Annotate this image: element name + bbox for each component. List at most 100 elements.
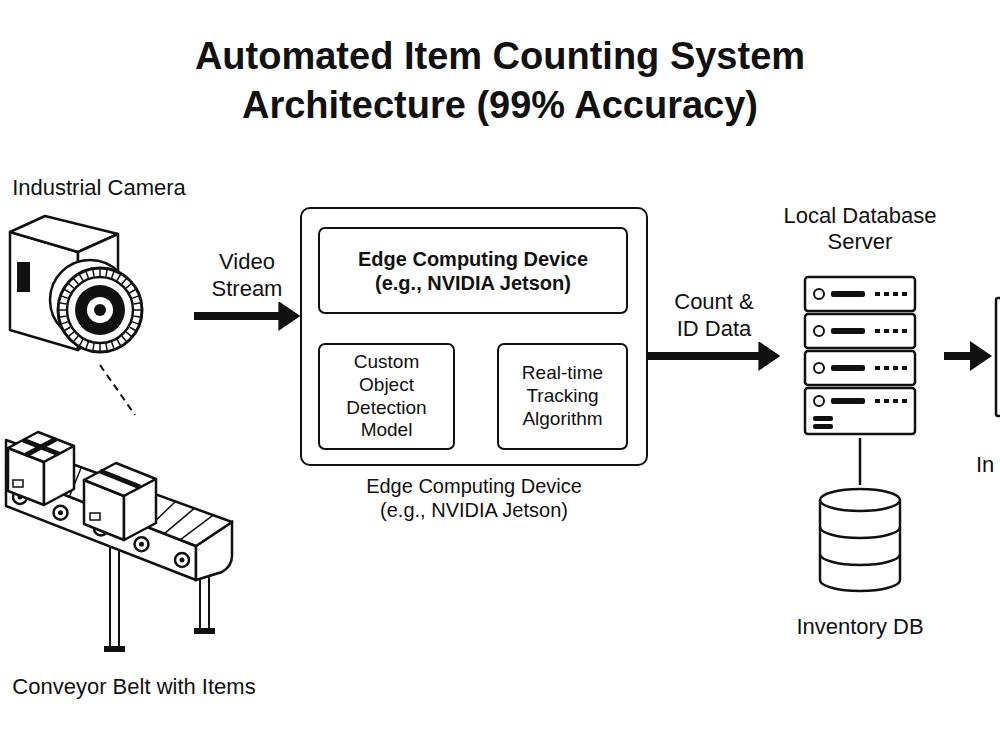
lens-rib xyxy=(64,327,71,331)
box-text: Edge Computing Device (e.g., NVIDIA Jets… xyxy=(345,247,601,295)
server-vent xyxy=(902,329,907,333)
lens-rib xyxy=(59,303,67,304)
process-box: Custom Object Detection Model xyxy=(318,343,455,450)
box-front xyxy=(84,480,124,540)
server-unit xyxy=(805,351,915,385)
lens-rib xyxy=(106,343,107,351)
database-node: Inventory DB xyxy=(780,485,940,640)
db-band xyxy=(820,527,900,538)
conveyor-node: Conveyor Belt with Items xyxy=(4,415,264,700)
camera-body xyxy=(10,232,78,350)
box-front xyxy=(8,448,44,505)
server-led xyxy=(814,396,824,406)
belt-slat xyxy=(38,454,44,485)
box-top xyxy=(84,463,156,496)
server-slot xyxy=(831,291,865,297)
edge-label: Count & ID Data xyxy=(662,289,766,342)
lens-rib xyxy=(99,344,101,352)
belt-slat xyxy=(85,474,100,503)
belt-roller xyxy=(175,553,189,567)
lens-rib xyxy=(117,339,121,346)
belt-slat xyxy=(101,481,119,509)
lens-rib xyxy=(133,316,141,317)
lens-rib xyxy=(106,269,107,277)
node-illustration xyxy=(780,485,940,640)
server-unit xyxy=(805,314,915,348)
lens-rib xyxy=(112,342,115,350)
process-box: Real-time Tracking Algorithm xyxy=(497,343,628,450)
node-illustration xyxy=(4,175,194,365)
lens-rib xyxy=(58,309,66,311)
belt-roller xyxy=(54,506,68,520)
server-vent xyxy=(875,399,880,403)
lens-rib xyxy=(93,269,94,277)
camera-node: Industrial Camera xyxy=(4,175,194,365)
roller-axle xyxy=(58,510,63,515)
belt-slat xyxy=(69,467,81,496)
flow-arrow xyxy=(194,312,285,320)
server-vent xyxy=(875,292,880,296)
cropped-device xyxy=(996,298,1000,416)
belt-slat xyxy=(22,447,25,478)
server-slot xyxy=(831,328,865,334)
box-side xyxy=(44,446,74,505)
roller-axle xyxy=(180,558,185,563)
node-heading: Inventory DB xyxy=(796,614,923,640)
belt-roller xyxy=(94,522,108,536)
belt-side xyxy=(6,472,196,580)
server-vent xyxy=(884,292,889,296)
lens-rib xyxy=(68,332,74,337)
belt-slat xyxy=(149,502,176,528)
server-vent xyxy=(875,366,880,370)
db-top xyxy=(820,489,900,511)
edge-device-group: Edge Computing Device (e.g., NVIDIA Jets… xyxy=(300,207,648,537)
server-vent xyxy=(884,399,889,403)
lens-ribs xyxy=(58,268,142,352)
diagram-title: Automated Item Counting System Architect… xyxy=(150,32,850,131)
link-line xyxy=(385,314,388,343)
lens-rib xyxy=(117,274,121,281)
offpage-arrow xyxy=(944,298,1000,416)
roller-axle xyxy=(99,526,104,531)
node-illustration xyxy=(4,415,264,700)
db-band xyxy=(820,554,900,565)
belt-slat xyxy=(117,488,138,515)
lens-rib xyxy=(73,336,78,342)
belt-slat xyxy=(180,515,213,540)
server-led xyxy=(814,289,824,299)
lens-center xyxy=(94,304,106,316)
group-frame xyxy=(300,207,648,466)
lens-rib xyxy=(68,283,74,288)
link-line xyxy=(455,395,497,398)
lens-rib xyxy=(79,339,83,346)
leg-foot xyxy=(104,646,125,652)
lens-rib xyxy=(129,327,136,331)
server-node: Local Database Server xyxy=(780,203,940,438)
server-vent xyxy=(902,399,907,403)
arrow-head xyxy=(970,341,992,371)
camera-window xyxy=(17,262,30,292)
lens-dark xyxy=(75,285,125,335)
lens-inner xyxy=(86,296,114,324)
lens-ring xyxy=(58,268,142,352)
camera-side xyxy=(78,234,118,350)
lens-rib xyxy=(86,342,89,350)
server-slot xyxy=(813,424,833,429)
box-sticker xyxy=(90,513,100,520)
lens-rib xyxy=(132,296,140,299)
server-vent xyxy=(893,292,898,296)
server-slot xyxy=(813,416,833,421)
box-tape xyxy=(23,440,59,454)
lens-rib xyxy=(122,336,127,342)
lens-barrel xyxy=(50,260,130,340)
belt-slat xyxy=(164,508,194,533)
db-body xyxy=(820,500,900,591)
server-vent xyxy=(875,329,880,333)
server-unit xyxy=(805,277,915,311)
node-heading: Conveyor Belt with Items xyxy=(12,674,255,700)
node-illustration xyxy=(780,203,940,438)
lens-rib xyxy=(132,322,140,325)
lens-rib xyxy=(86,271,89,279)
